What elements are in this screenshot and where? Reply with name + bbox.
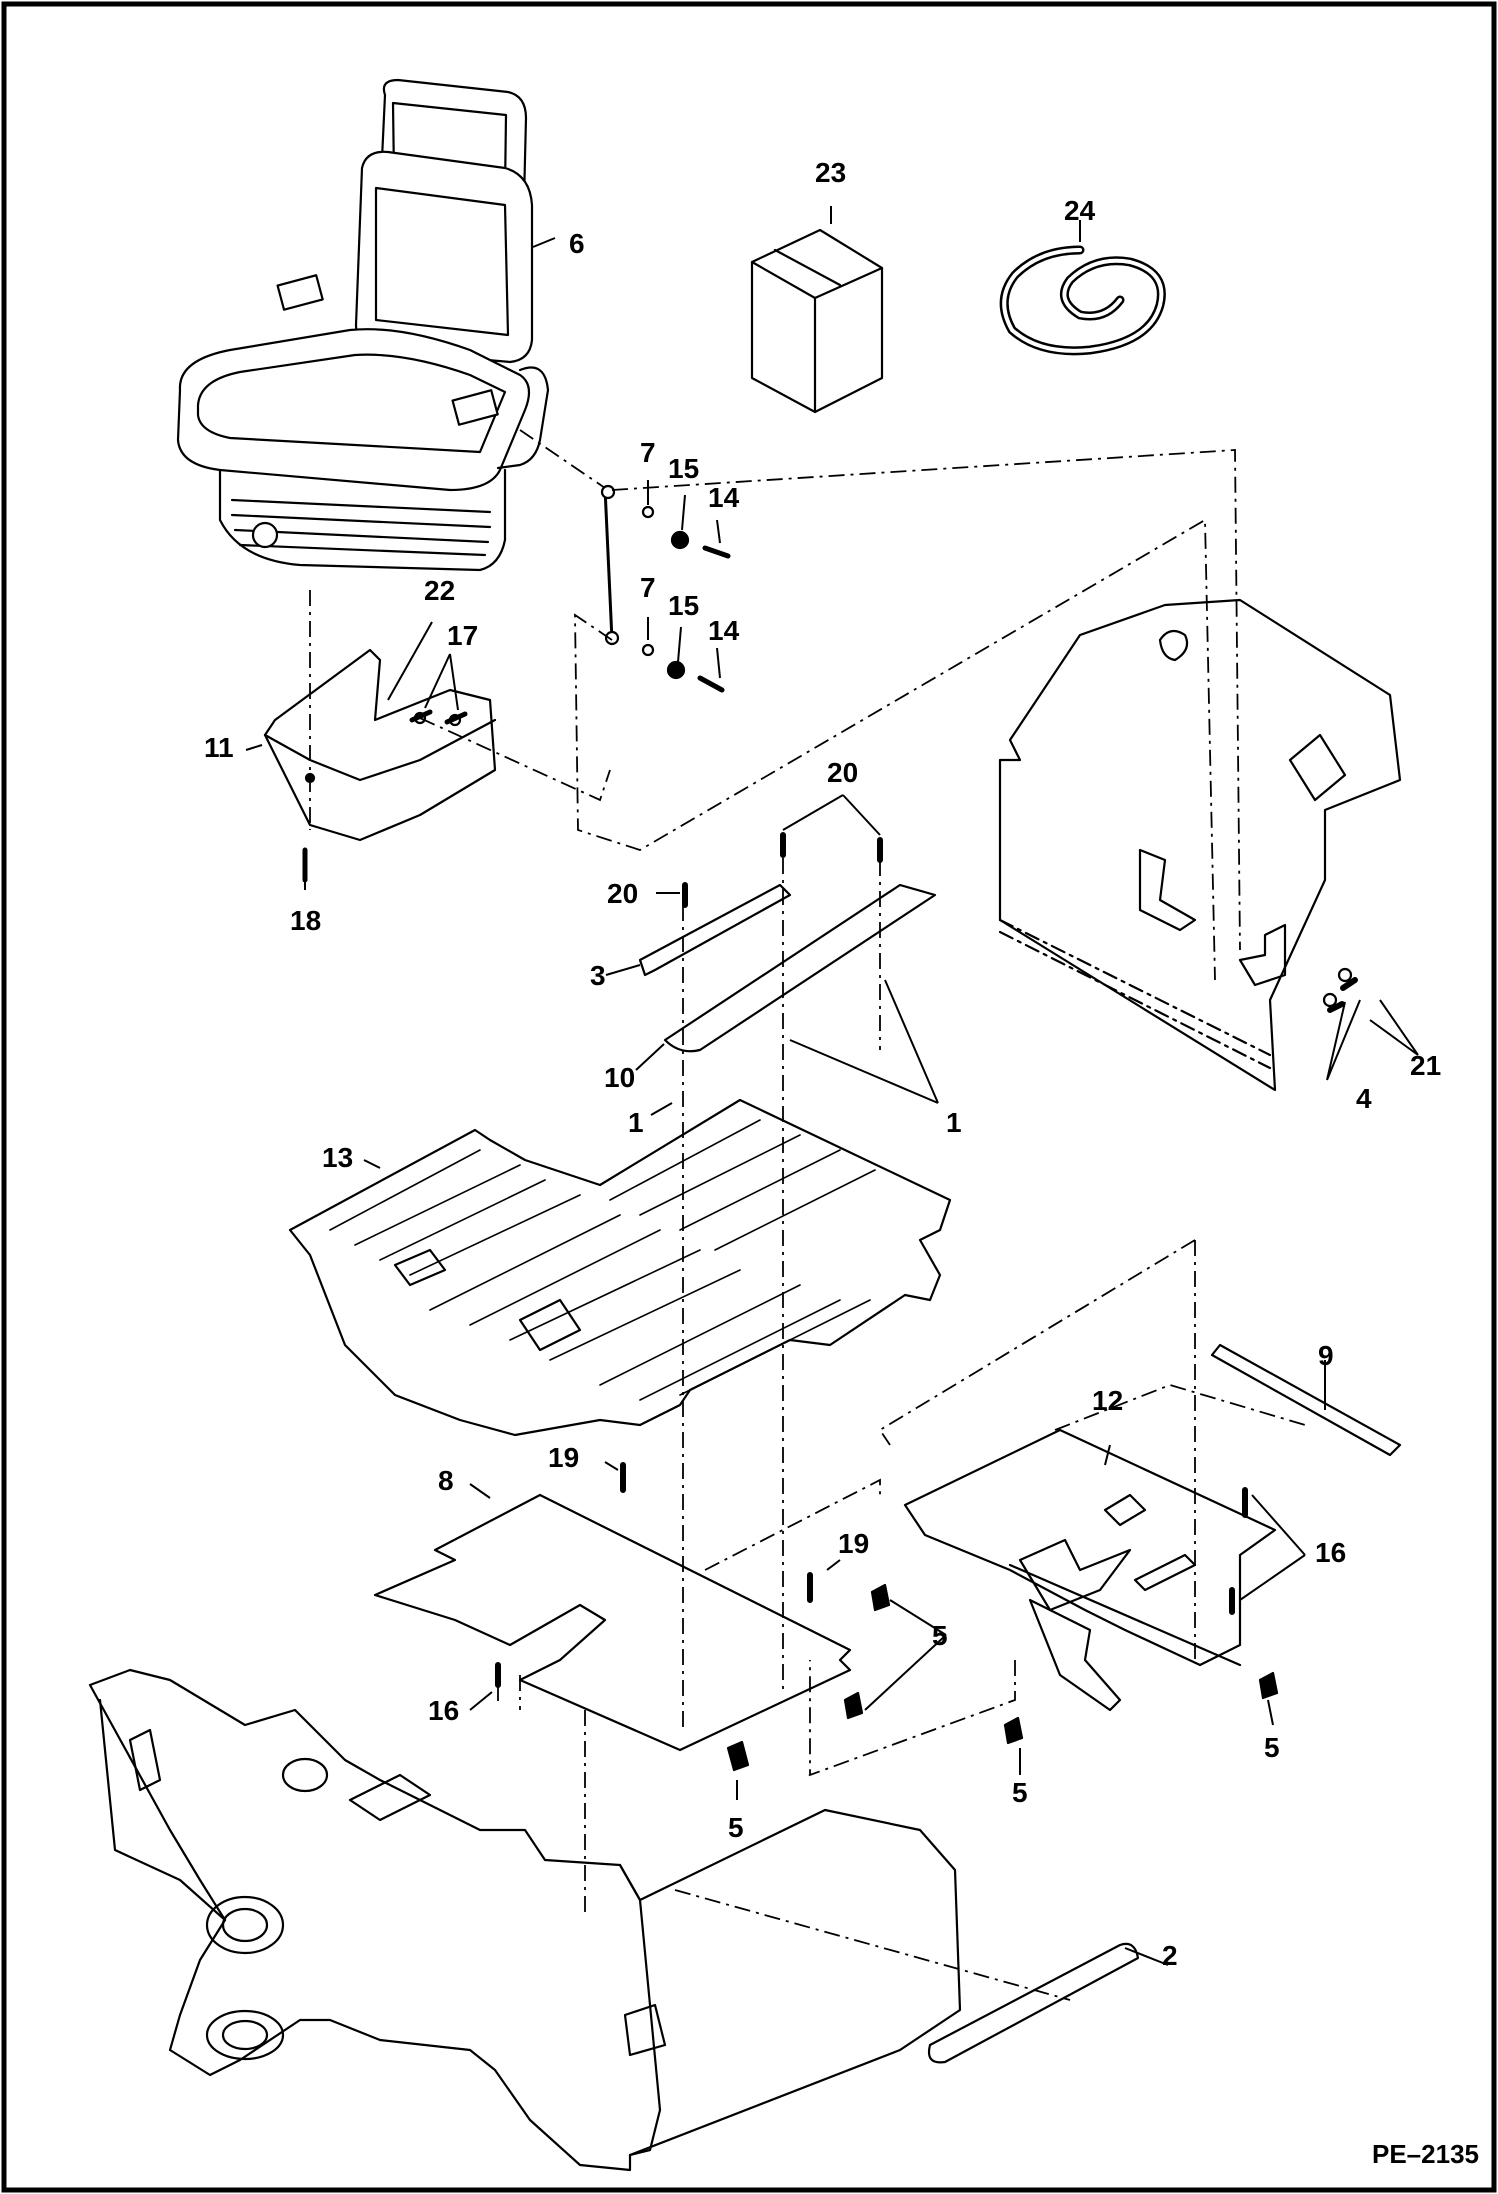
callout-19: 19 <box>548 1442 579 1473</box>
callout-2: 2 <box>1162 1940 1178 1971</box>
drawing-number: PE–2135 <box>1372 2139 1479 2169</box>
callout-19: 19 <box>838 1528 869 1559</box>
trim-plate-10 <box>663 883 937 1053</box>
callout-15: 15 <box>668 453 699 484</box>
callout-15: 15 <box>668 590 699 621</box>
floor-plate-8 <box>373 1493 852 1752</box>
callout-4: 4 <box>1356 1083 1372 1114</box>
callout-5: 5 <box>932 1620 948 1651</box>
floor-plate-12 <box>903 1428 1277 1712</box>
callout-7: 7 <box>640 572 656 603</box>
callout-1: 1 <box>628 1107 644 1138</box>
callout-12: 12 <box>1092 1385 1123 1416</box>
operator-seat <box>176 78 550 572</box>
callout-1: 1 <box>946 1107 962 1138</box>
chassis-frame <box>88 1668 962 2172</box>
callout-14: 14 <box>708 615 740 646</box>
trim-2 <box>927 1942 1140 2064</box>
callout-24: 24 <box>1064 195 1096 226</box>
callout-21: 21 <box>1410 1050 1441 1081</box>
callout-labels: 6 23 24 7 15 14 7 15 14 22 17 11 18 20 2… <box>204 157 1441 1971</box>
callout-10: 10 <box>604 1062 635 1093</box>
callout-13: 13 <box>322 1142 353 1173</box>
side-panel <box>998 598 1402 1092</box>
callout-16: 16 <box>1315 1537 1346 1568</box>
callout-20: 20 <box>827 757 858 788</box>
trim-strip-3 <box>638 883 792 977</box>
callout-23: 23 <box>815 157 846 188</box>
callout-14: 14 <box>708 482 740 513</box>
callout-7: 7 <box>640 437 656 468</box>
floor-mat <box>288 1098 952 1437</box>
callout-17: 17 <box>447 620 478 651</box>
callout-16: 16 <box>428 1695 459 1726</box>
strip-9 <box>1210 1343 1402 1457</box>
callout-5: 5 <box>728 1812 744 1843</box>
callout-5: 5 <box>1012 1777 1028 1808</box>
coiled-hose <box>999 245 1166 356</box>
callout-6: 6 <box>569 228 585 259</box>
callout-9: 9 <box>1318 1340 1334 1371</box>
callout-11: 11 <box>204 732 234 763</box>
callout-22: 22 <box>424 575 455 606</box>
callout-20: 20 <box>607 878 638 909</box>
callout-3: 3 <box>590 960 606 991</box>
callout-5: 5 <box>1264 1732 1280 1763</box>
seat-bracket <box>263 648 497 842</box>
callout-8: 8 <box>438 1465 454 1496</box>
callout-18: 18 <box>290 905 321 936</box>
kit-box <box>750 228 884 414</box>
